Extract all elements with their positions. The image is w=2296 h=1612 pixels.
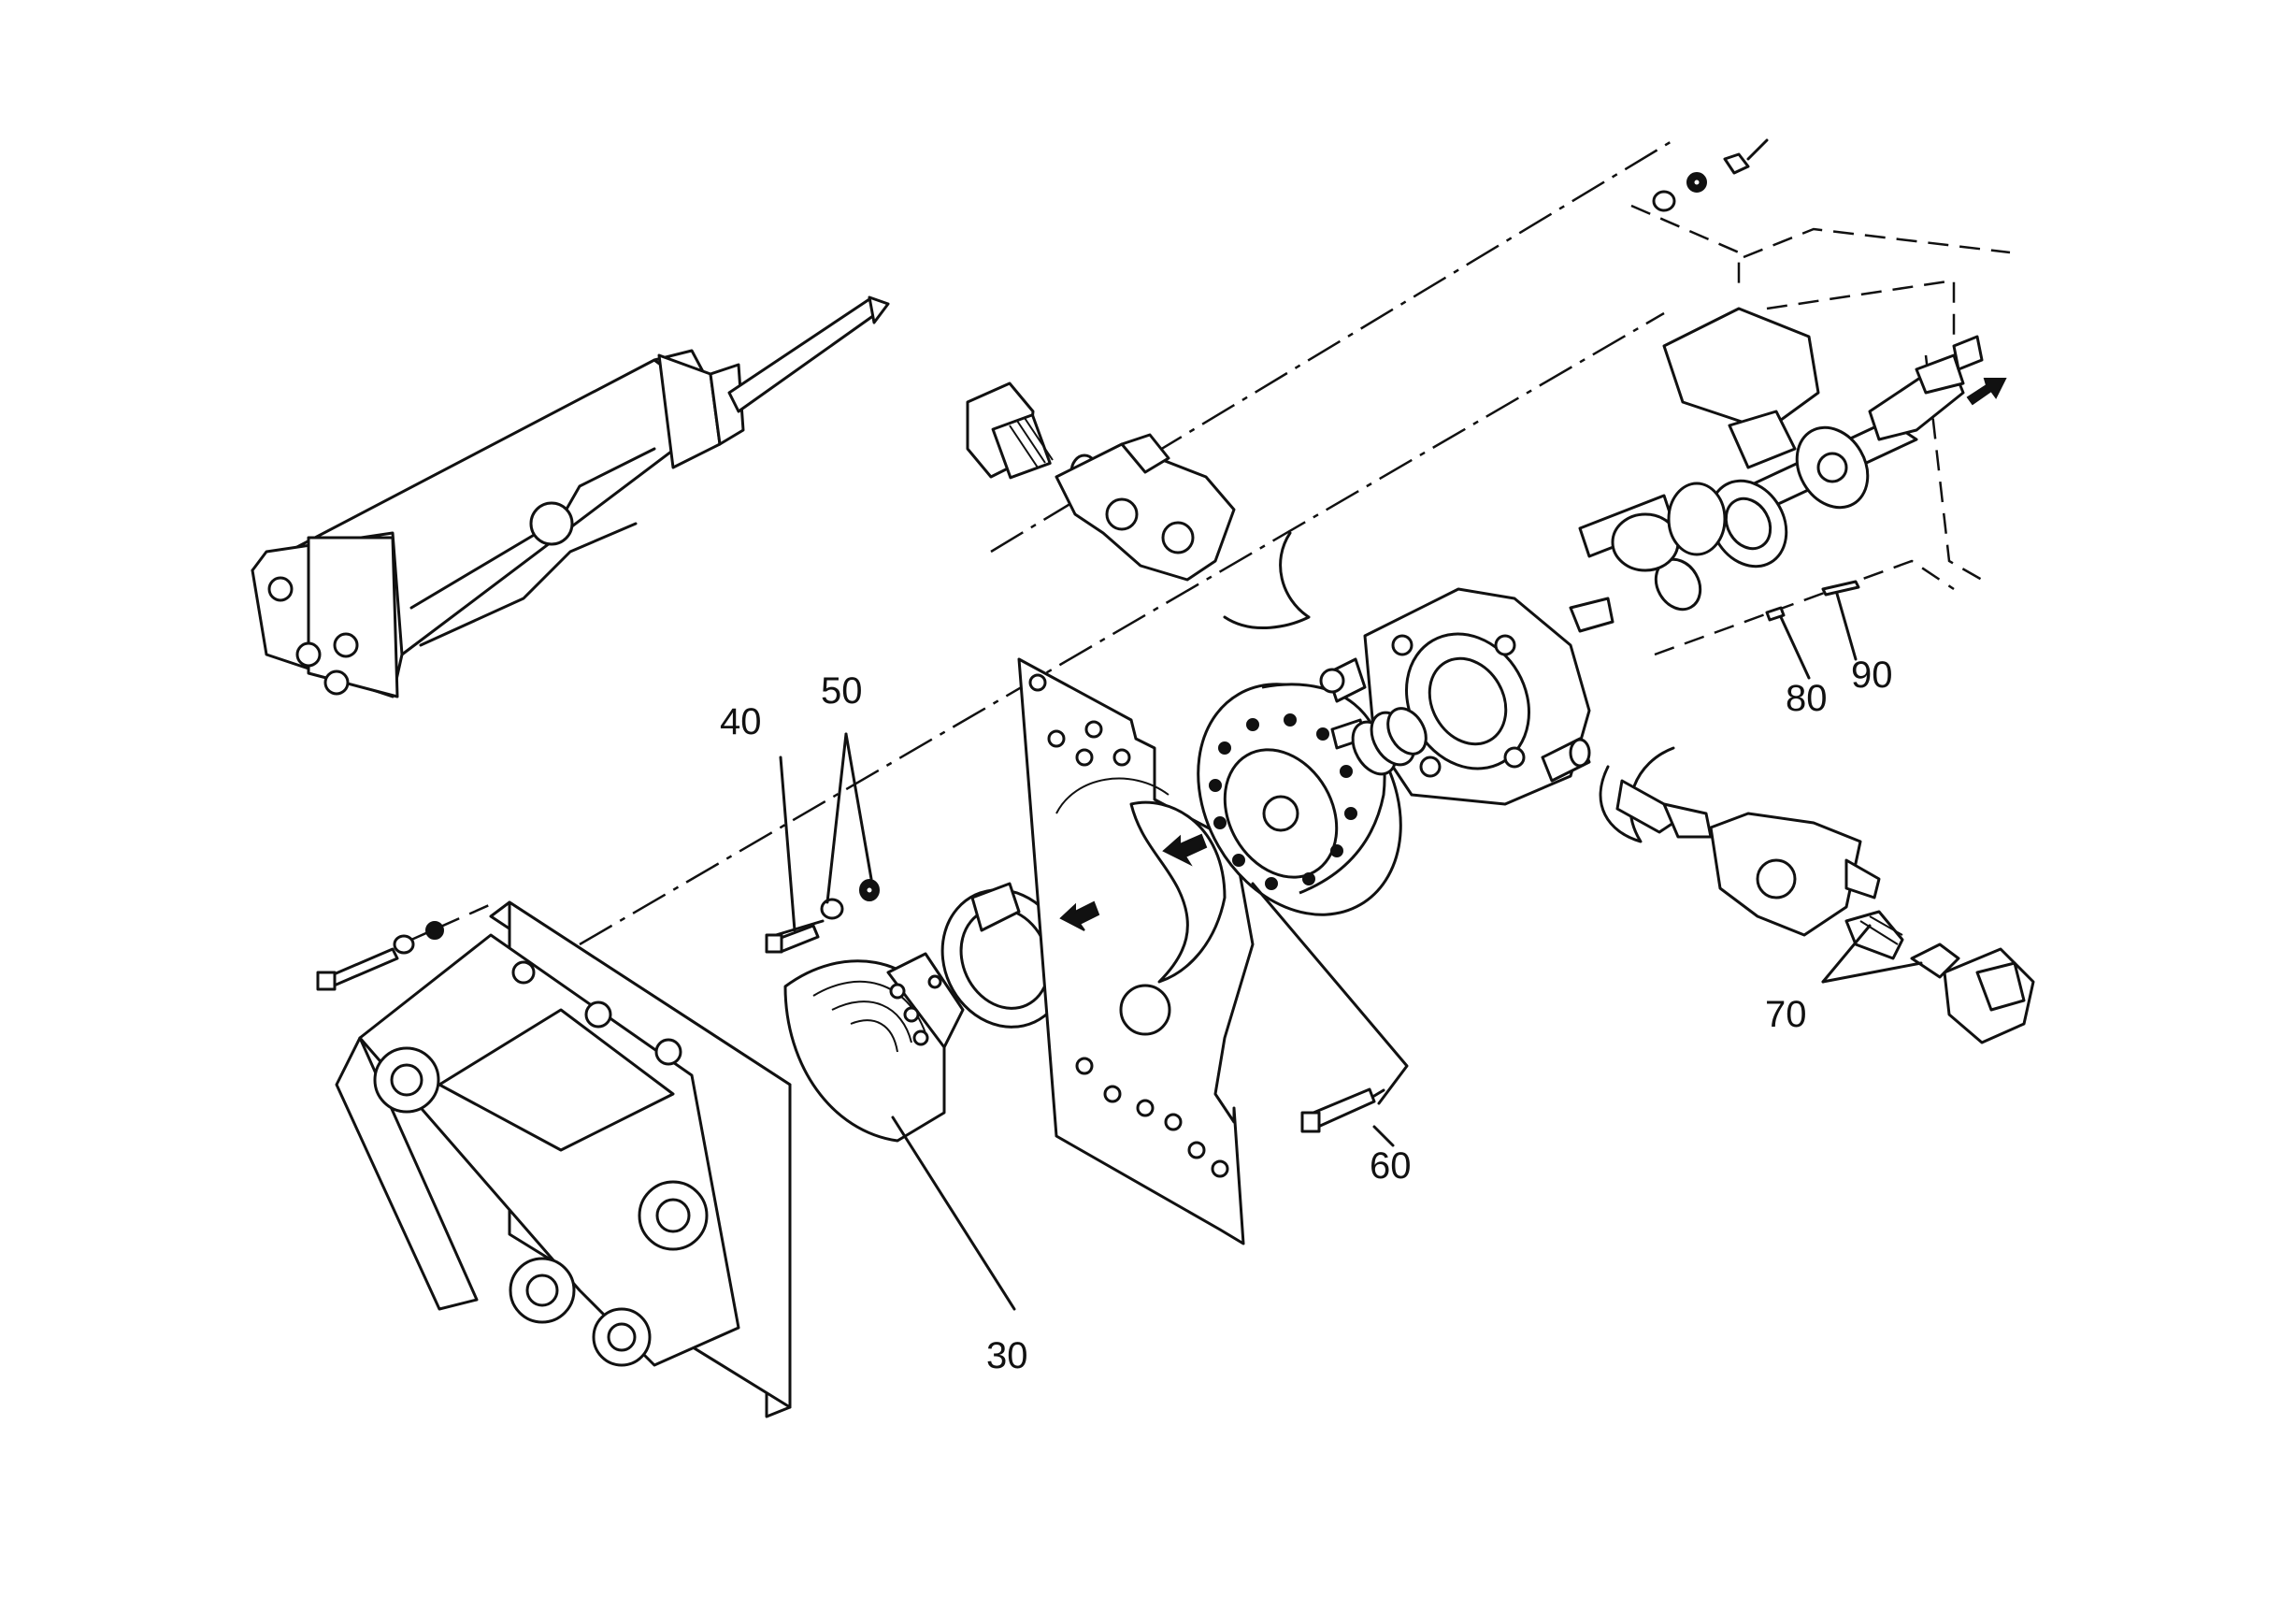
shaft-spring — [1351, 707, 1428, 776]
upper-valve-detail — [966, 381, 1311, 630]
motor-housing — [1319, 587, 1591, 806]
direction-arrow-left — [1059, 900, 1100, 931]
callout-30: 30 — [986, 1335, 1028, 1376]
part-60-bolt — [1300, 1087, 1385, 1133]
part-80-90-pins — [1765, 580, 1860, 622]
boom-arm — [251, 295, 890, 698]
mounting-bracket — [335, 900, 792, 1418]
ring-drum — [940, 882, 1069, 1029]
direction-arrow-center — [1162, 833, 1208, 867]
callout-50: 50 — [821, 670, 863, 712]
callout-70: 70 — [1765, 994, 1807, 1035]
top-right-hardware — [1652, 138, 1769, 212]
callout-80: 80 — [1786, 678, 1828, 719]
callout-90: 90 — [1851, 655, 1893, 696]
part-50-washers — [820, 879, 880, 920]
lower-valve-detail — [1599, 746, 2035, 1044]
bracket-bolt-set — [316, 900, 496, 991]
direction-arrow-right — [1966, 378, 2007, 406]
assembly-axis-line — [579, 311, 1665, 946]
callout-60: 60 — [1370, 1145, 1412, 1187]
callout-40: 40 — [720, 701, 762, 742]
right-shaft-assembly — [1569, 204, 2011, 656]
leader-lines — [779, 592, 1923, 1311]
part-30-spring-plate — [783, 952, 965, 1143]
part-40-bolt — [765, 919, 825, 954]
